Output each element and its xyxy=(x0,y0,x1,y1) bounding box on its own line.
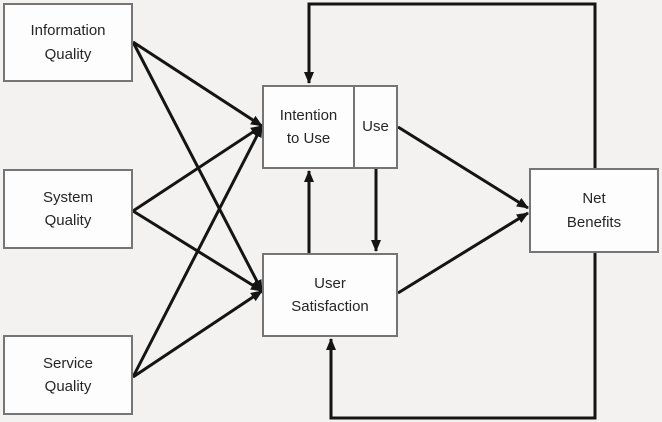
edge-information-quality-to-user-satisfaction xyxy=(131,41,264,292)
edge-use-to-net-benefits xyxy=(397,125,529,210)
box-information-quality: Information Quality xyxy=(3,3,133,82)
information-quality-label: Information Quality xyxy=(30,22,106,63)
edge-information-quality-to-intention-to-use xyxy=(132,40,263,128)
edge-service-quality-to-user-satisfaction xyxy=(132,289,263,379)
service-quality-label: Service Quality xyxy=(42,354,94,395)
box-service-quality: Service Quality xyxy=(3,335,133,415)
edge-net-benefits-to-intention-to-use xyxy=(304,2,597,168)
edge-system-quality-to-intention-to-use xyxy=(132,124,263,213)
edge-user-satisfaction-to-net-benefits xyxy=(397,211,529,295)
use-label: Use xyxy=(362,118,389,136)
box-system-quality: System Quality xyxy=(3,169,133,249)
box-use: Use xyxy=(355,85,398,169)
box-intention-to-use: Intention to Use xyxy=(262,85,355,169)
system-quality-label: System Quality xyxy=(42,188,93,229)
edge-net-benefits-to-user-satisfaction xyxy=(326,253,597,420)
edge-service-quality-to-intention-to-use xyxy=(131,125,264,378)
net-benefits-label: Net Benefits xyxy=(566,190,622,231)
box-net-benefits: Net Benefits xyxy=(529,168,659,253)
user-satisfaction-label: User Satisfaction xyxy=(291,274,369,315)
box-user-satisfaction: User Satisfaction xyxy=(262,253,398,337)
intention-to-use-label: Intention to Use xyxy=(279,106,338,147)
